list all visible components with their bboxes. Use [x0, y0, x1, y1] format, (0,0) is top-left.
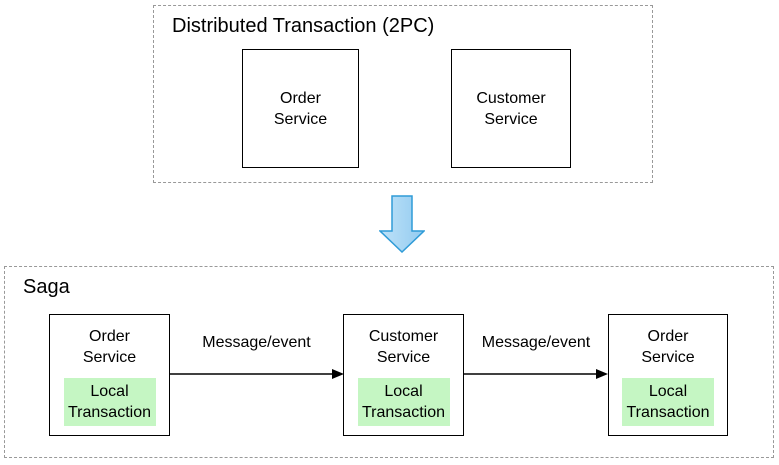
saga-customer-service-label: Customer Service — [368, 328, 439, 366]
saga-order-service-label-1: Order Service — [82, 328, 137, 366]
down-arrow-icon — [379, 195, 425, 253]
local-transaction-box-1: Local Transaction — [63, 378, 156, 426]
saga-order-service-label-2: Order Service — [641, 328, 695, 366]
saga-customer-service-box: Customer Service Local Transaction — [343, 314, 464, 436]
order-service-label: Order Service — [273, 89, 328, 128]
customer-service-box-2pc: Customer Service — [451, 49, 571, 168]
flow-arrow-icon-1 — [170, 369, 344, 379]
order-service-box-2pc: Order Service — [242, 49, 359, 168]
local-transaction-box-2: Local Transaction — [357, 378, 450, 426]
message-event-label-2: Message/event — [481, 334, 591, 351]
saga-title: Saga — [23, 276, 70, 298]
customer-service-label: Customer Service — [476, 89, 546, 128]
distributed-transaction-2pc-container: Distributed Transaction (2PC) Order Serv… — [153, 5, 653, 183]
message-event-label-1: Message/event — [202, 334, 311, 351]
distributed-transaction-title: Distributed Transaction (2PC) — [172, 15, 435, 37]
saga-container: Saga Order Service Local Transaction Cus… — [4, 266, 774, 458]
flow-arrow-icon-2 — [464, 369, 608, 379]
local-transaction-label-2: Local Transaction — [362, 383, 445, 421]
local-transaction-label-1: Local Transaction — [68, 383, 151, 421]
local-transaction-box-3: Local Transaction — [622, 378, 714, 426]
local-transaction-label-3: Local Transaction — [626, 383, 710, 421]
saga-order-service-box-2: Order Service Local Transaction — [608, 314, 728, 436]
saga-order-service-box-1: Order Service Local Transaction — [49, 314, 170, 436]
